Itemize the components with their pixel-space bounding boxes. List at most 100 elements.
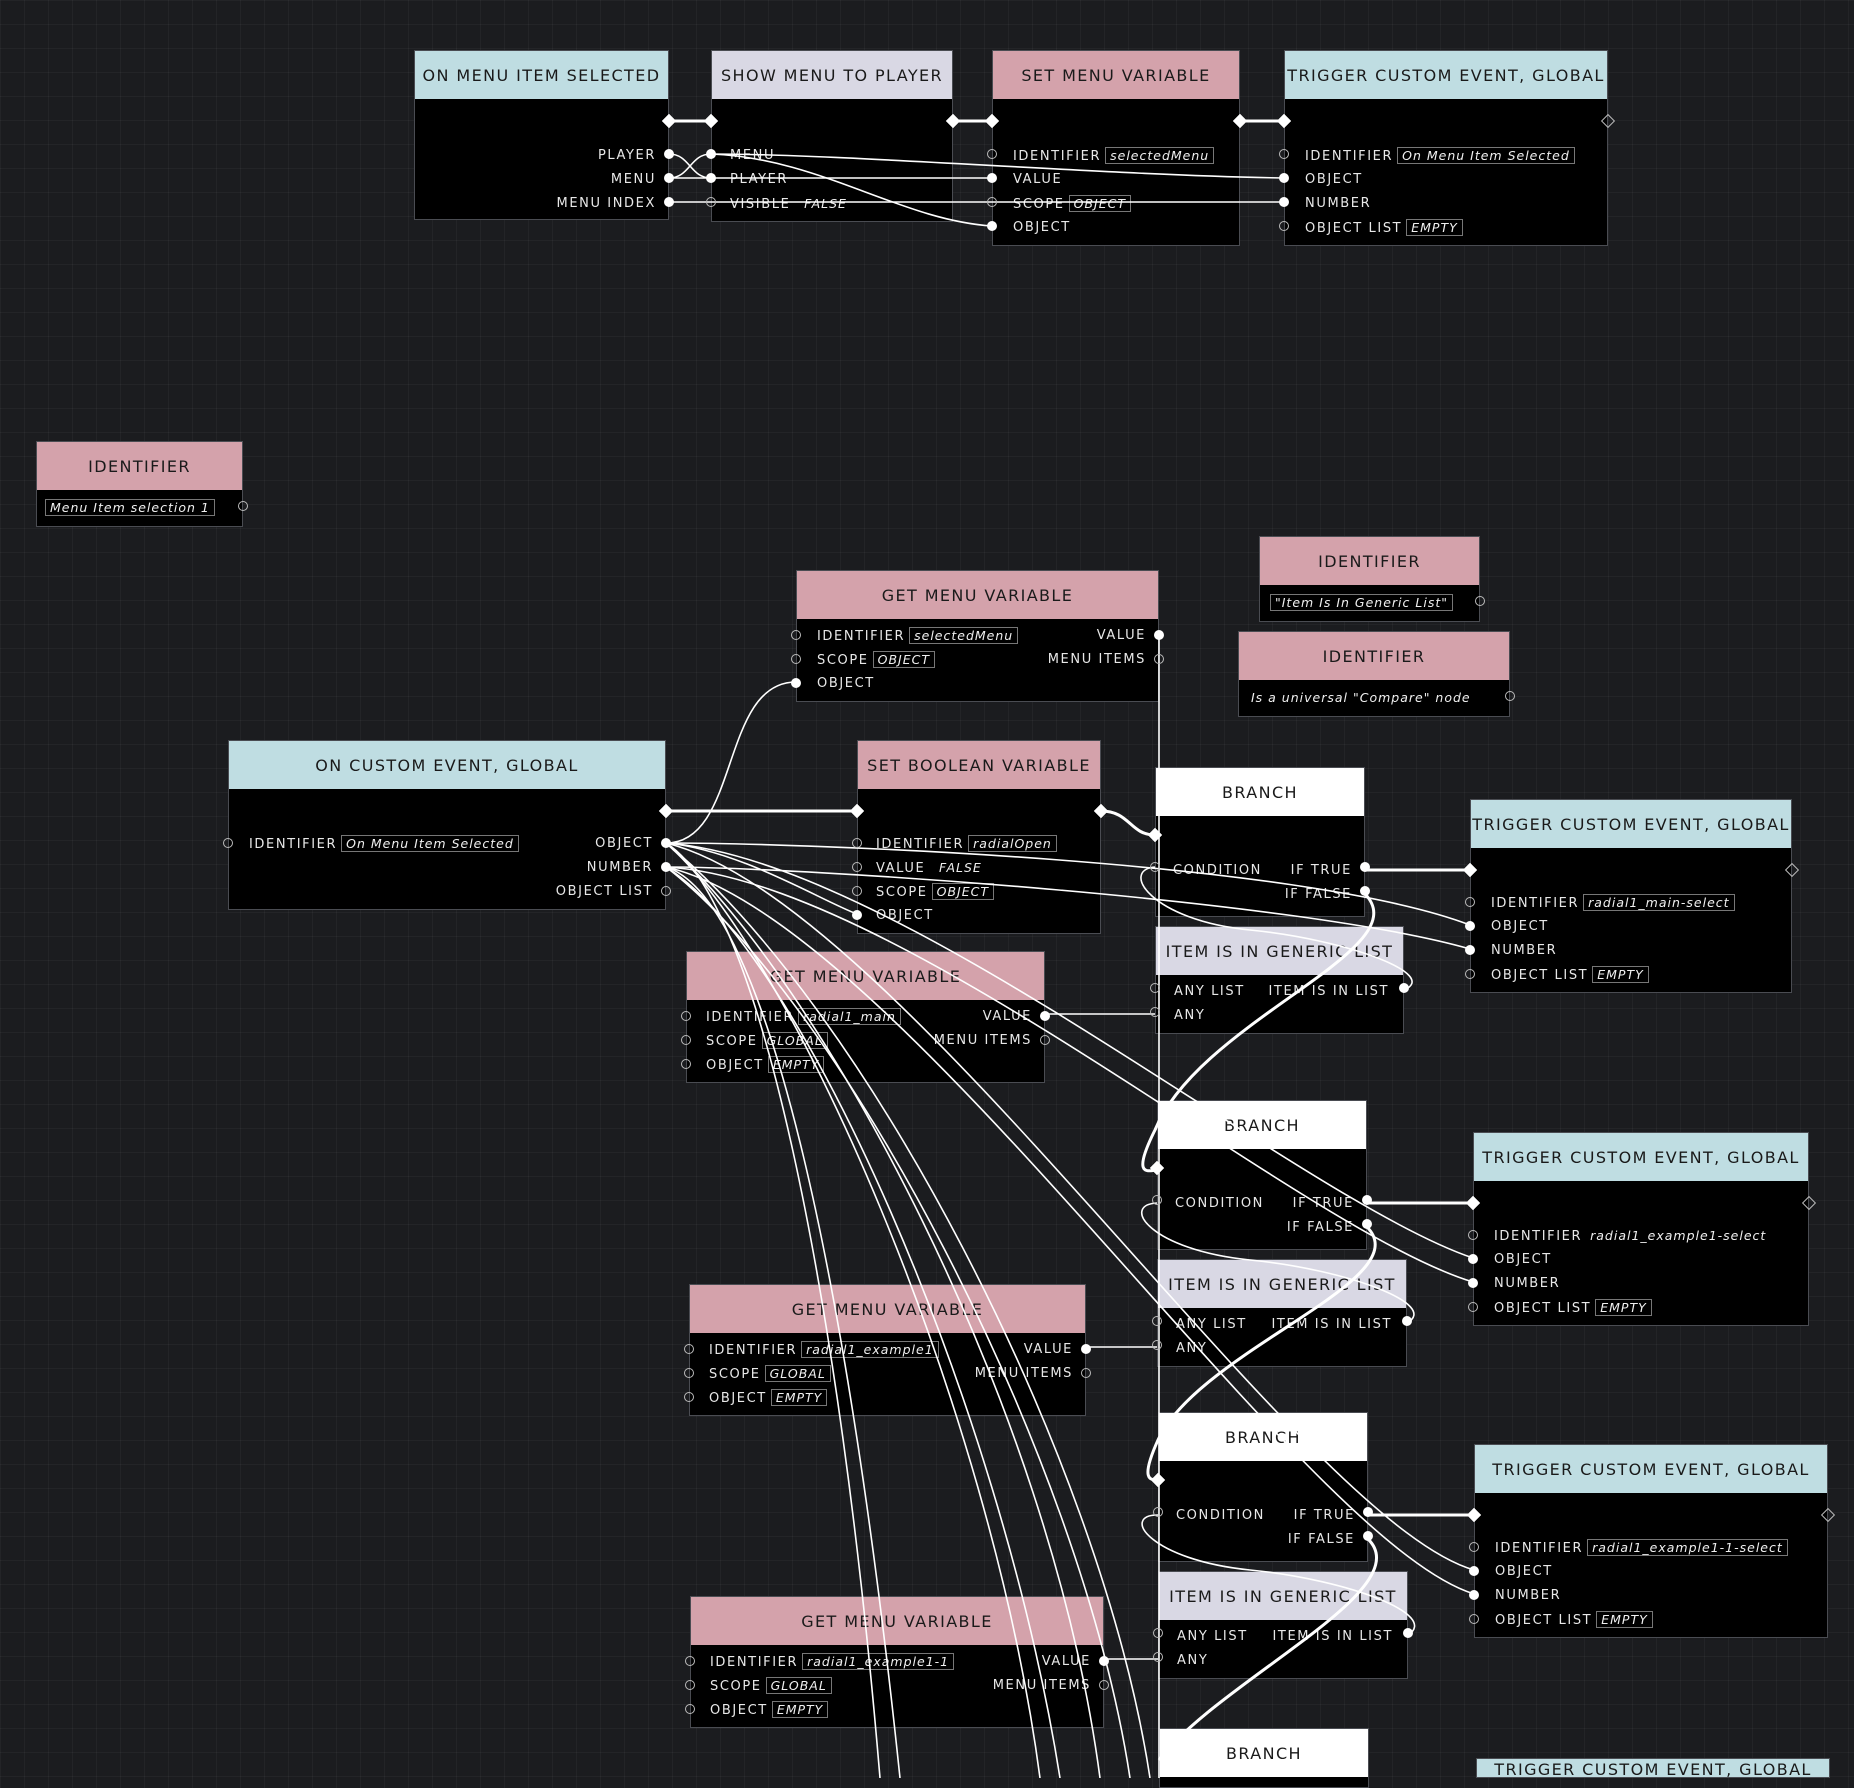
port-value[interactable]: EMPTY xyxy=(1592,966,1649,983)
node-branch-4[interactable]: BRANCH xyxy=(1159,1728,1369,1788)
port-value[interactable]: radial1_example1 xyxy=(801,1341,939,1358)
data-port[interactable] xyxy=(681,1035,691,1045)
data-port[interactable] xyxy=(1099,1656,1109,1666)
port-value[interactable]: EMPTY xyxy=(1596,1611,1653,1628)
data-port[interactable] xyxy=(1402,1316,1412,1326)
data-port[interactable] xyxy=(685,1680,695,1690)
data-port[interactable] xyxy=(681,1011,691,1021)
data-port[interactable] xyxy=(1468,1230,1478,1240)
port-value[interactable]: EMPTY xyxy=(1406,219,1463,236)
data-port[interactable] xyxy=(685,1704,695,1714)
data-port[interactable] xyxy=(684,1368,694,1378)
port-value[interactable]: OBJECT xyxy=(1068,195,1131,212)
data-port[interactable] xyxy=(1469,1614,1479,1624)
data-port[interactable] xyxy=(987,173,997,183)
node-identifier-2[interactable]: IDENTIFIER "Item Is In Generic List" xyxy=(1259,536,1480,622)
data-port[interactable] xyxy=(1154,630,1164,640)
data-port[interactable] xyxy=(684,1344,694,1354)
data-port[interactable] xyxy=(1154,654,1164,664)
data-port[interactable] xyxy=(1475,596,1485,606)
port-value[interactable]: radial1_main-select xyxy=(1583,894,1735,911)
data-port[interactable] xyxy=(1152,1195,1162,1205)
data-port[interactable] xyxy=(1099,1680,1109,1690)
data-port[interactable] xyxy=(1081,1344,1091,1354)
port-value[interactable]: EMPTY xyxy=(1595,1299,1652,1316)
data-port[interactable] xyxy=(852,910,862,920)
data-port[interactable] xyxy=(661,886,671,896)
data-port[interactable] xyxy=(987,149,997,159)
data-port[interactable] xyxy=(791,654,801,664)
data-port[interactable] xyxy=(1399,983,1409,993)
data-port[interactable] xyxy=(1465,897,1475,907)
data-port[interactable] xyxy=(706,173,716,183)
data-port[interactable] xyxy=(791,678,801,688)
port-value[interactable]: On Menu Item Selected xyxy=(1397,147,1575,164)
port-value[interactable]: radial1_example1-1 xyxy=(802,1653,955,1670)
data-port[interactable] xyxy=(223,838,233,848)
port-value[interactable]: radial1_main xyxy=(798,1008,901,1025)
data-port[interactable] xyxy=(1362,1195,1372,1205)
node-trigger-custom-event-4[interactable]: TRIGGER CUSTOM EVENT, GLOBAL xyxy=(1476,1758,1830,1778)
node-on-menu-item-selected[interactable]: ON MENU ITEM SELECTED PLAYER MENU MENU I… xyxy=(414,50,669,220)
data-port[interactable] xyxy=(987,197,997,207)
data-port[interactable] xyxy=(1360,886,1370,896)
data-port[interactable] xyxy=(1363,1531,1373,1541)
data-port[interactable] xyxy=(1360,862,1370,872)
port-value[interactable]: FALSE xyxy=(804,196,847,211)
data-port[interactable] xyxy=(1279,221,1289,231)
port-value[interactable]: selectedMenu xyxy=(909,627,1019,644)
port-value[interactable]: radial1_example1-1-select xyxy=(1587,1539,1788,1556)
data-port[interactable] xyxy=(852,862,862,872)
port-value[interactable]: EMPTY xyxy=(770,1389,828,1406)
node-identifier-3[interactable]: IDENTIFIER Is a universal "Compare" node xyxy=(1238,631,1510,717)
data-port[interactable] xyxy=(1465,945,1475,955)
data-port[interactable] xyxy=(706,197,716,207)
data-port[interactable] xyxy=(1468,1254,1478,1264)
data-port[interactable] xyxy=(1469,1590,1479,1600)
data-port[interactable] xyxy=(1279,149,1289,159)
data-port[interactable] xyxy=(1152,1316,1162,1326)
data-port[interactable] xyxy=(664,173,674,183)
data-port[interactable] xyxy=(664,149,674,159)
node-item-in-generic-list-2[interactable]: ITEM IS IN GENERIC LIST ANY LIST ANY ITE… xyxy=(1157,1259,1407,1367)
data-port[interactable] xyxy=(1505,691,1515,701)
data-port[interactable] xyxy=(1468,1278,1478,1288)
port-value[interactable]: radial1_example1-select xyxy=(1590,1228,1767,1243)
data-port[interactable] xyxy=(1150,862,1160,872)
node-identifier-1[interactable]: IDENTIFIER Menu Item selection 1 xyxy=(36,441,243,527)
data-port[interactable] xyxy=(238,501,248,511)
data-port[interactable] xyxy=(684,1392,694,1402)
data-port[interactable] xyxy=(1152,1340,1162,1350)
data-port[interactable] xyxy=(987,221,997,231)
data-port[interactable] xyxy=(1081,1368,1091,1378)
data-port[interactable] xyxy=(1469,1542,1479,1552)
data-port[interactable] xyxy=(1279,173,1289,183)
data-port[interactable] xyxy=(1150,1007,1160,1017)
data-port[interactable] xyxy=(664,197,674,207)
data-port[interactable] xyxy=(852,886,862,896)
data-port[interactable] xyxy=(661,838,671,848)
port-value[interactable]: radialOpen xyxy=(968,835,1057,852)
data-port[interactable] xyxy=(1040,1035,1050,1045)
port-value[interactable]: OBJECT xyxy=(872,651,935,668)
port-value[interactable]: EMPTY xyxy=(771,1701,829,1718)
data-port[interactable] xyxy=(852,838,862,848)
port-value[interactable]: EMPTY xyxy=(767,1056,825,1073)
data-port[interactable] xyxy=(685,1656,695,1666)
data-port[interactable] xyxy=(1465,921,1475,931)
data-port[interactable] xyxy=(1153,1652,1163,1662)
data-port[interactable] xyxy=(1040,1011,1050,1021)
data-port[interactable] xyxy=(1279,197,1289,207)
data-port[interactable] xyxy=(681,1059,691,1069)
port-value[interactable]: GLOBAL xyxy=(761,1032,828,1049)
node-branch-3[interactable]: BRANCH CONDITION IF TRUE IF FALSE xyxy=(1158,1412,1368,1562)
node-item-in-generic-list-1[interactable]: ITEM IS IN GENERIC LIST ANY LIST ANY ITE… xyxy=(1155,926,1404,1034)
